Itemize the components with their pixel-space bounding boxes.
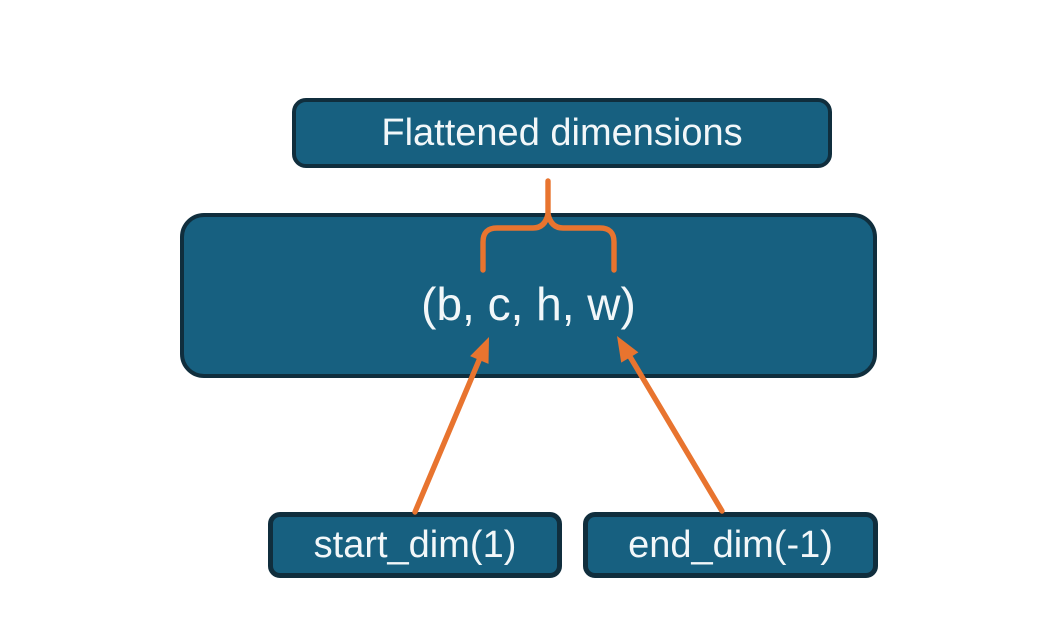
tensor-shape-label: (b, c, h, w) xyxy=(421,277,636,330)
end-dim-label: end_dim(-1) xyxy=(628,523,833,566)
flattened-dimensions-box: Flattened dimensions xyxy=(292,98,832,168)
start-dim-box: start_dim(1) xyxy=(268,512,562,578)
flattened-dimensions-label: Flattened dimensions xyxy=(381,111,743,154)
tensor-shape-box: (b, c, h, w) xyxy=(180,213,877,378)
end-dim-box: end_dim(-1) xyxy=(583,512,878,578)
start-dim-label: start_dim(1) xyxy=(313,523,517,566)
